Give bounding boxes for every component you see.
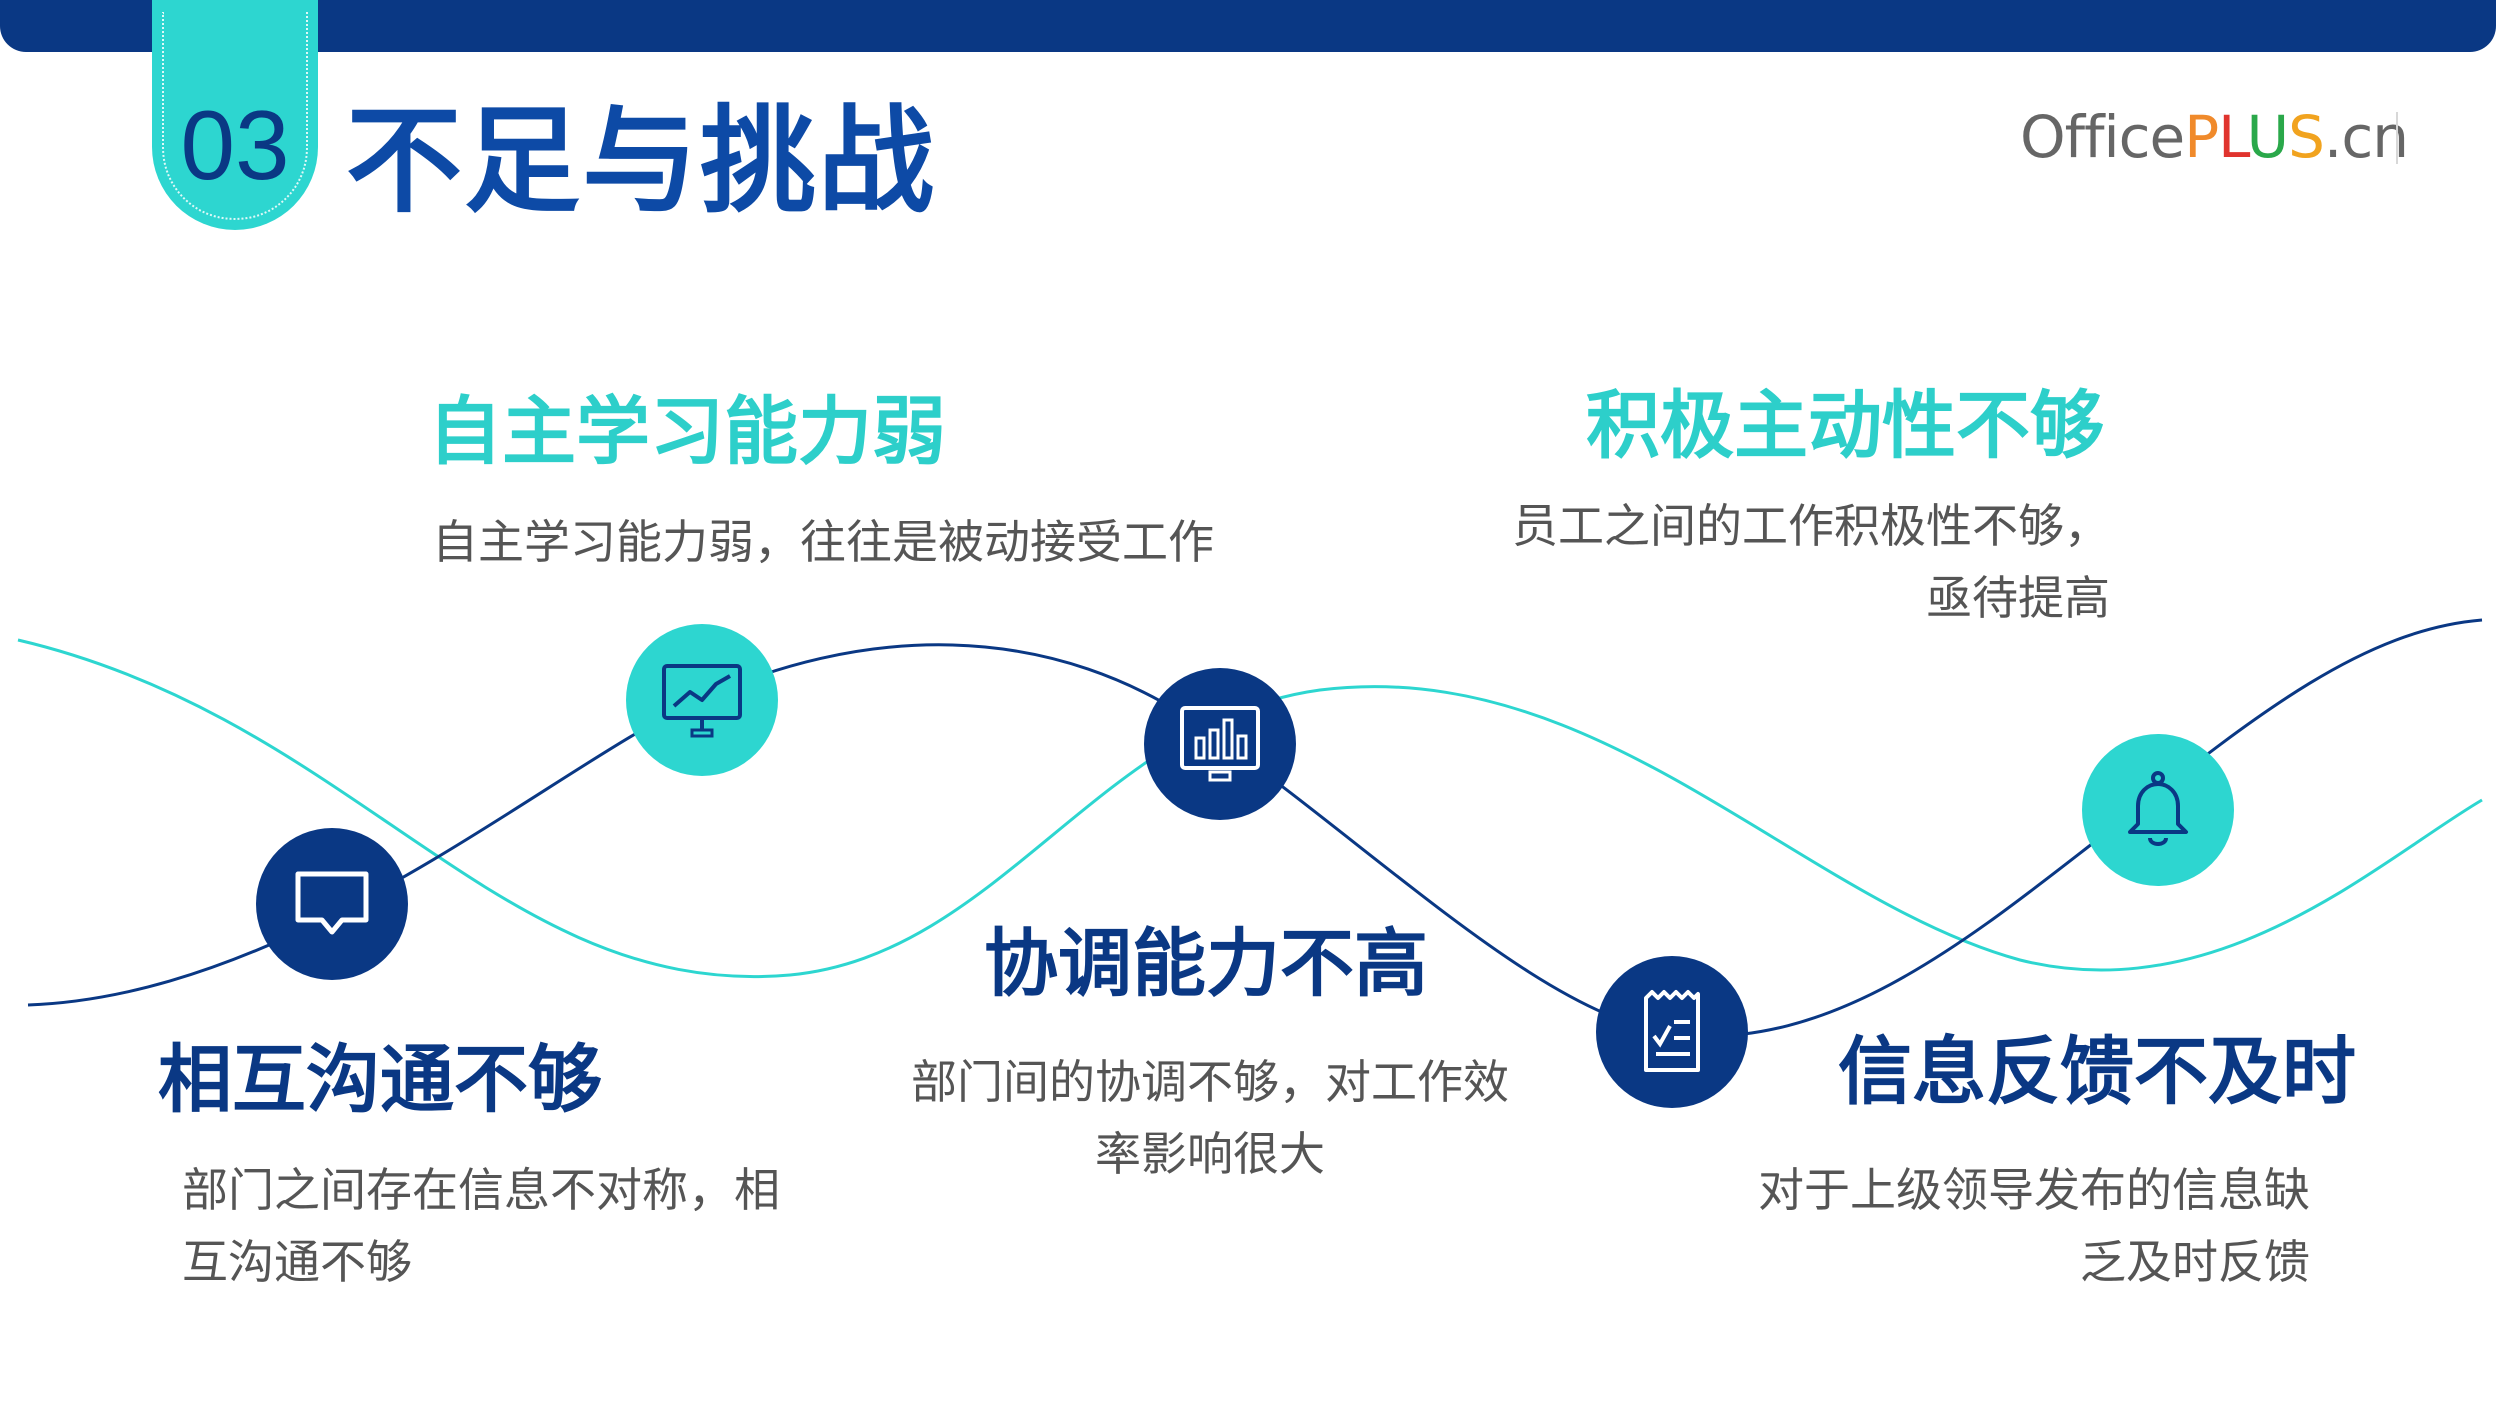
logo-letter-l: L [2218,103,2247,171]
checklist-icon [1644,990,1700,1072]
item-1-icon-circle [256,828,408,980]
logo-letter-u: U [2246,103,2289,171]
item-2-desc-line1: 自主学习能力弱，往往是被动接受工作 [432,515,1214,569]
logo-divider [2396,112,2398,164]
section-number-tab: 03 [152,0,318,230]
tab-dotted-ring [162,12,308,220]
logo-suffix: .cn [2323,103,2409,171]
chat-bubble-icon [295,871,369,935]
teal-wave-line [17,638,2483,978]
item-3-icon-circle [1144,668,1296,820]
item-4-desc-line1: 对于上级领导发布的信息缺 [1758,1163,2310,1217]
item-3-description: 部门间的协调不够，对工作效 率影响很大 [880,1046,1540,1190]
logo-office-text: Office [2020,103,2185,171]
item-5-desc-line2: 亟待提高 [1926,571,2110,625]
section-number: 03 [180,90,290,200]
logo-letter-p: P [2184,103,2219,171]
item-3-title: 协调能力不高 [984,921,1428,1007]
officeplus-logo[interactable]: OfficePLUS.cn [2020,102,2409,172]
item-2-title: 自主学习能力弱 [428,389,946,475]
monitor-trend-icon [662,664,742,738]
item-5-description: 员工之间的工作积极性不够， 亟待提高 [1500,490,2110,634]
item-5-desc-line1: 员工之间的工作积极性不够， [1512,499,2110,553]
item-5-icon-circle [2082,734,2234,886]
item-4-title: 信息反馈不及时 [1838,1029,2356,1115]
item-3-desc-line1: 部门间的协调不够，对工作效 [911,1055,1509,1109]
item-5-title: 积极主动性不够 [1586,383,2104,469]
item-4-description: 对于上级领导发布的信息缺 乏及时反馈 [1720,1154,2310,1298]
item-1-desc-line1: 部门之间存在信息不对称，相 [182,1163,780,1217]
bell-icon [2128,771,2188,846]
item-2-description: 自主学习能力弱，往往是被动接受工作 [432,506,1292,578]
top-bar [0,0,2496,52]
item-4-desc-line2: 乏及时反馈 [2080,1235,2310,1289]
item-1-description: 部门之间存在信息不对称，相 互沟通不够 [182,1154,842,1298]
item-2-icon-circle [626,624,778,776]
item-1-desc-line2: 互沟通不够 [182,1235,412,1289]
item-1-title: 相互沟通不够 [158,1037,602,1123]
bar-chart-monitor-icon [1180,706,1260,782]
logo-letter-s: S [2288,103,2325,171]
item-3-desc-line2: 率影响很大 [1095,1127,1325,1181]
item-4-icon-circle [1596,956,1748,1108]
page-title: 不足与挑战 [346,94,936,229]
